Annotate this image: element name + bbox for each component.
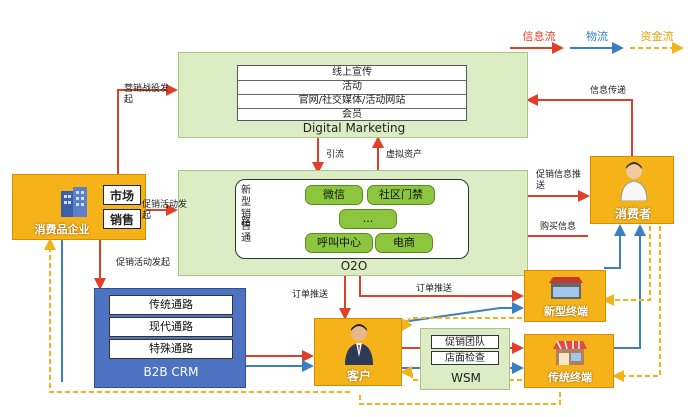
capital-customer-bottom xyxy=(359,392,561,405)
capital-customer-to-enterprise xyxy=(44,238,350,393)
capital-trad-to-customer xyxy=(400,366,522,381)
wsm-item: 促销团队 xyxy=(431,335,499,349)
wsm-item: 店面检查 xyxy=(431,351,499,365)
crm-item: 特殊通路 xyxy=(109,339,233,359)
channel-ecommerce: 电商 xyxy=(375,233,433,253)
new-terminal-box: 新型终端 xyxy=(524,270,606,322)
o2o-side-label-extra: 路 xyxy=(241,217,251,228)
dm-item: 活动 xyxy=(238,80,466,95)
digital-marketing-list: 线上宣传 活动 官网/社交媒体/活动网站 会员 xyxy=(237,65,467,121)
shop-icon xyxy=(553,340,587,365)
logistics-trad-to-consumer xyxy=(614,224,646,349)
label-order-push-right: 订单推送 xyxy=(416,284,453,294)
label-promo-campaign: 促销活动发 起 xyxy=(142,200,188,221)
crm-item: 传统通路 xyxy=(109,295,233,315)
label-virtual-assets: 虚拟资产 xyxy=(386,150,423,160)
building-icon xyxy=(61,187,87,217)
consumer-box: 消费者 xyxy=(590,156,674,224)
b2b-crm-caption: B2B CRM xyxy=(143,365,199,379)
arrow-consumer-to-dm xyxy=(526,94,633,158)
legend-info-flow: 信息流 xyxy=(522,30,556,43)
traditional-terminal-label: 传统终端 xyxy=(548,371,592,384)
legend-capital-flow: 资金流 xyxy=(640,30,674,43)
store-icon xyxy=(549,277,583,299)
crm-item: 现代通路 xyxy=(109,317,233,337)
businessman-icon xyxy=(345,324,373,365)
enterprise-box: 消费品企业 市场 销售 xyxy=(12,174,146,240)
channel-more: ... xyxy=(339,209,397,229)
o2o-caption: O2O xyxy=(340,259,368,273)
label-marketing-campaign: 营销战役发 起 xyxy=(124,84,170,105)
new-terminal-label: 新型终端 xyxy=(544,305,588,318)
wsm-caption: WSM xyxy=(451,371,481,385)
capital-consumer-to-new xyxy=(602,226,651,306)
customer-box: 客户 xyxy=(314,318,402,386)
enterprise-label: 消费品企业 xyxy=(34,223,90,236)
dm-item: 线上宣传 xyxy=(238,66,466,81)
person-icon xyxy=(620,162,648,201)
logistics-customer-to-new xyxy=(401,302,524,323)
tag-sales: 销售 xyxy=(103,209,141,229)
consumer-label: 消费者 xyxy=(614,207,651,221)
wsm-box: 促销团队 店面检查 WSM xyxy=(420,328,510,390)
digital-marketing-box: 线上宣传 活动 官网/社交媒体/活动网站 会员 Digital Marketin… xyxy=(178,52,528,138)
label-purchase-info: 购买信息 xyxy=(540,222,577,232)
channel-community: 社区门禁 xyxy=(367,185,435,205)
traditional-terminal-box: 传统终端 xyxy=(524,334,614,388)
o2o-side-label: 新 型 销 售 通 xyxy=(241,185,251,244)
channel-wechat: 微信 xyxy=(305,185,363,205)
dm-item: 官网/社交媒体/活动网站 xyxy=(238,94,466,109)
channel-callcenter: 呼叫中心 xyxy=(305,233,373,253)
legend-logistics: 物流 xyxy=(586,30,608,43)
b2b-crm-box: 传统通路 现代通路 特殊通路 B2B CRM xyxy=(94,288,246,388)
capital-new-to-customer xyxy=(400,317,522,332)
tag-market: 市场 xyxy=(103,185,141,205)
customer-label: 客户 xyxy=(346,369,371,383)
logistics-new-to-consumer xyxy=(604,224,626,269)
digital-marketing-caption: Digital Marketing xyxy=(302,121,406,135)
label-promo-push: 促销信息推 送 xyxy=(536,170,582,191)
label-info-transfer: 信息传递 xyxy=(590,86,627,96)
label-traffic: 引流 xyxy=(326,150,345,160)
arrow-enterprise-to-dm xyxy=(117,84,178,174)
dm-item: 会员 xyxy=(342,109,362,120)
capital-consumer-to-trad xyxy=(612,226,661,382)
label-order-push-left: 订单推送 xyxy=(292,290,329,300)
o2o-box: 新 型 销 售 通 路 微信 社区门禁 ... 呼叫中心 电商 O2O xyxy=(178,170,528,276)
arrow-o2o-to-new-terminal xyxy=(359,276,524,302)
label-promo-campaign-2: 促销活动发起 xyxy=(116,258,171,268)
